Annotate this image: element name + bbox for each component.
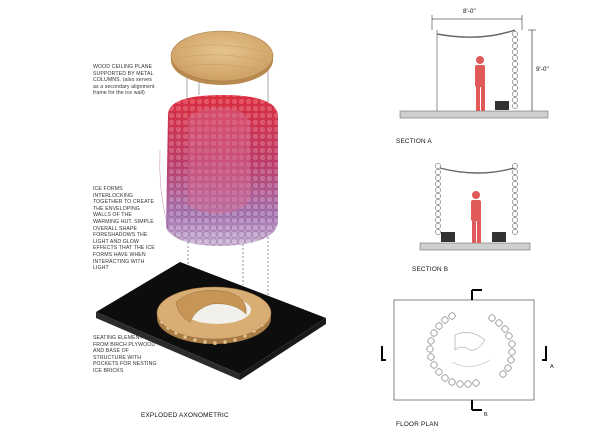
floor-plan-drawing (381, 289, 547, 411)
ceiling-annotation: WOOD CEILING PLANE SUPPORTED BY METAL CO… (93, 64, 155, 97)
seating-annotation: SEATING ELEMENT FROM BIRCH PLYWOOD AND B… (93, 335, 157, 374)
section-b-caption: SECTION B (412, 266, 449, 273)
floor-plan-caption: FLOOR PLAN (396, 421, 439, 428)
section-a-drawing (399, 15, 549, 119)
section-b-drawing (419, 163, 531, 251)
height-dimension: 9'-0" (536, 66, 549, 73)
dashed-alignment-lines (187, 225, 269, 300)
wood-ceiling-plane (170, 30, 274, 85)
seating-element (156, 286, 272, 346)
section-mark-b: B (484, 412, 488, 418)
axonometric-caption: EXPLODED AXONOMETRIC (141, 412, 229, 419)
ice-forms-annotation: ICE FORMS INTERLOCKING TOGETHER TO CREAT… (93, 186, 155, 272)
width-dimension: 8'-0" (463, 8, 476, 15)
section-a-caption: SECTION A (396, 138, 432, 145)
section-mark-a: A (550, 364, 554, 370)
ice-wall (159, 95, 278, 246)
